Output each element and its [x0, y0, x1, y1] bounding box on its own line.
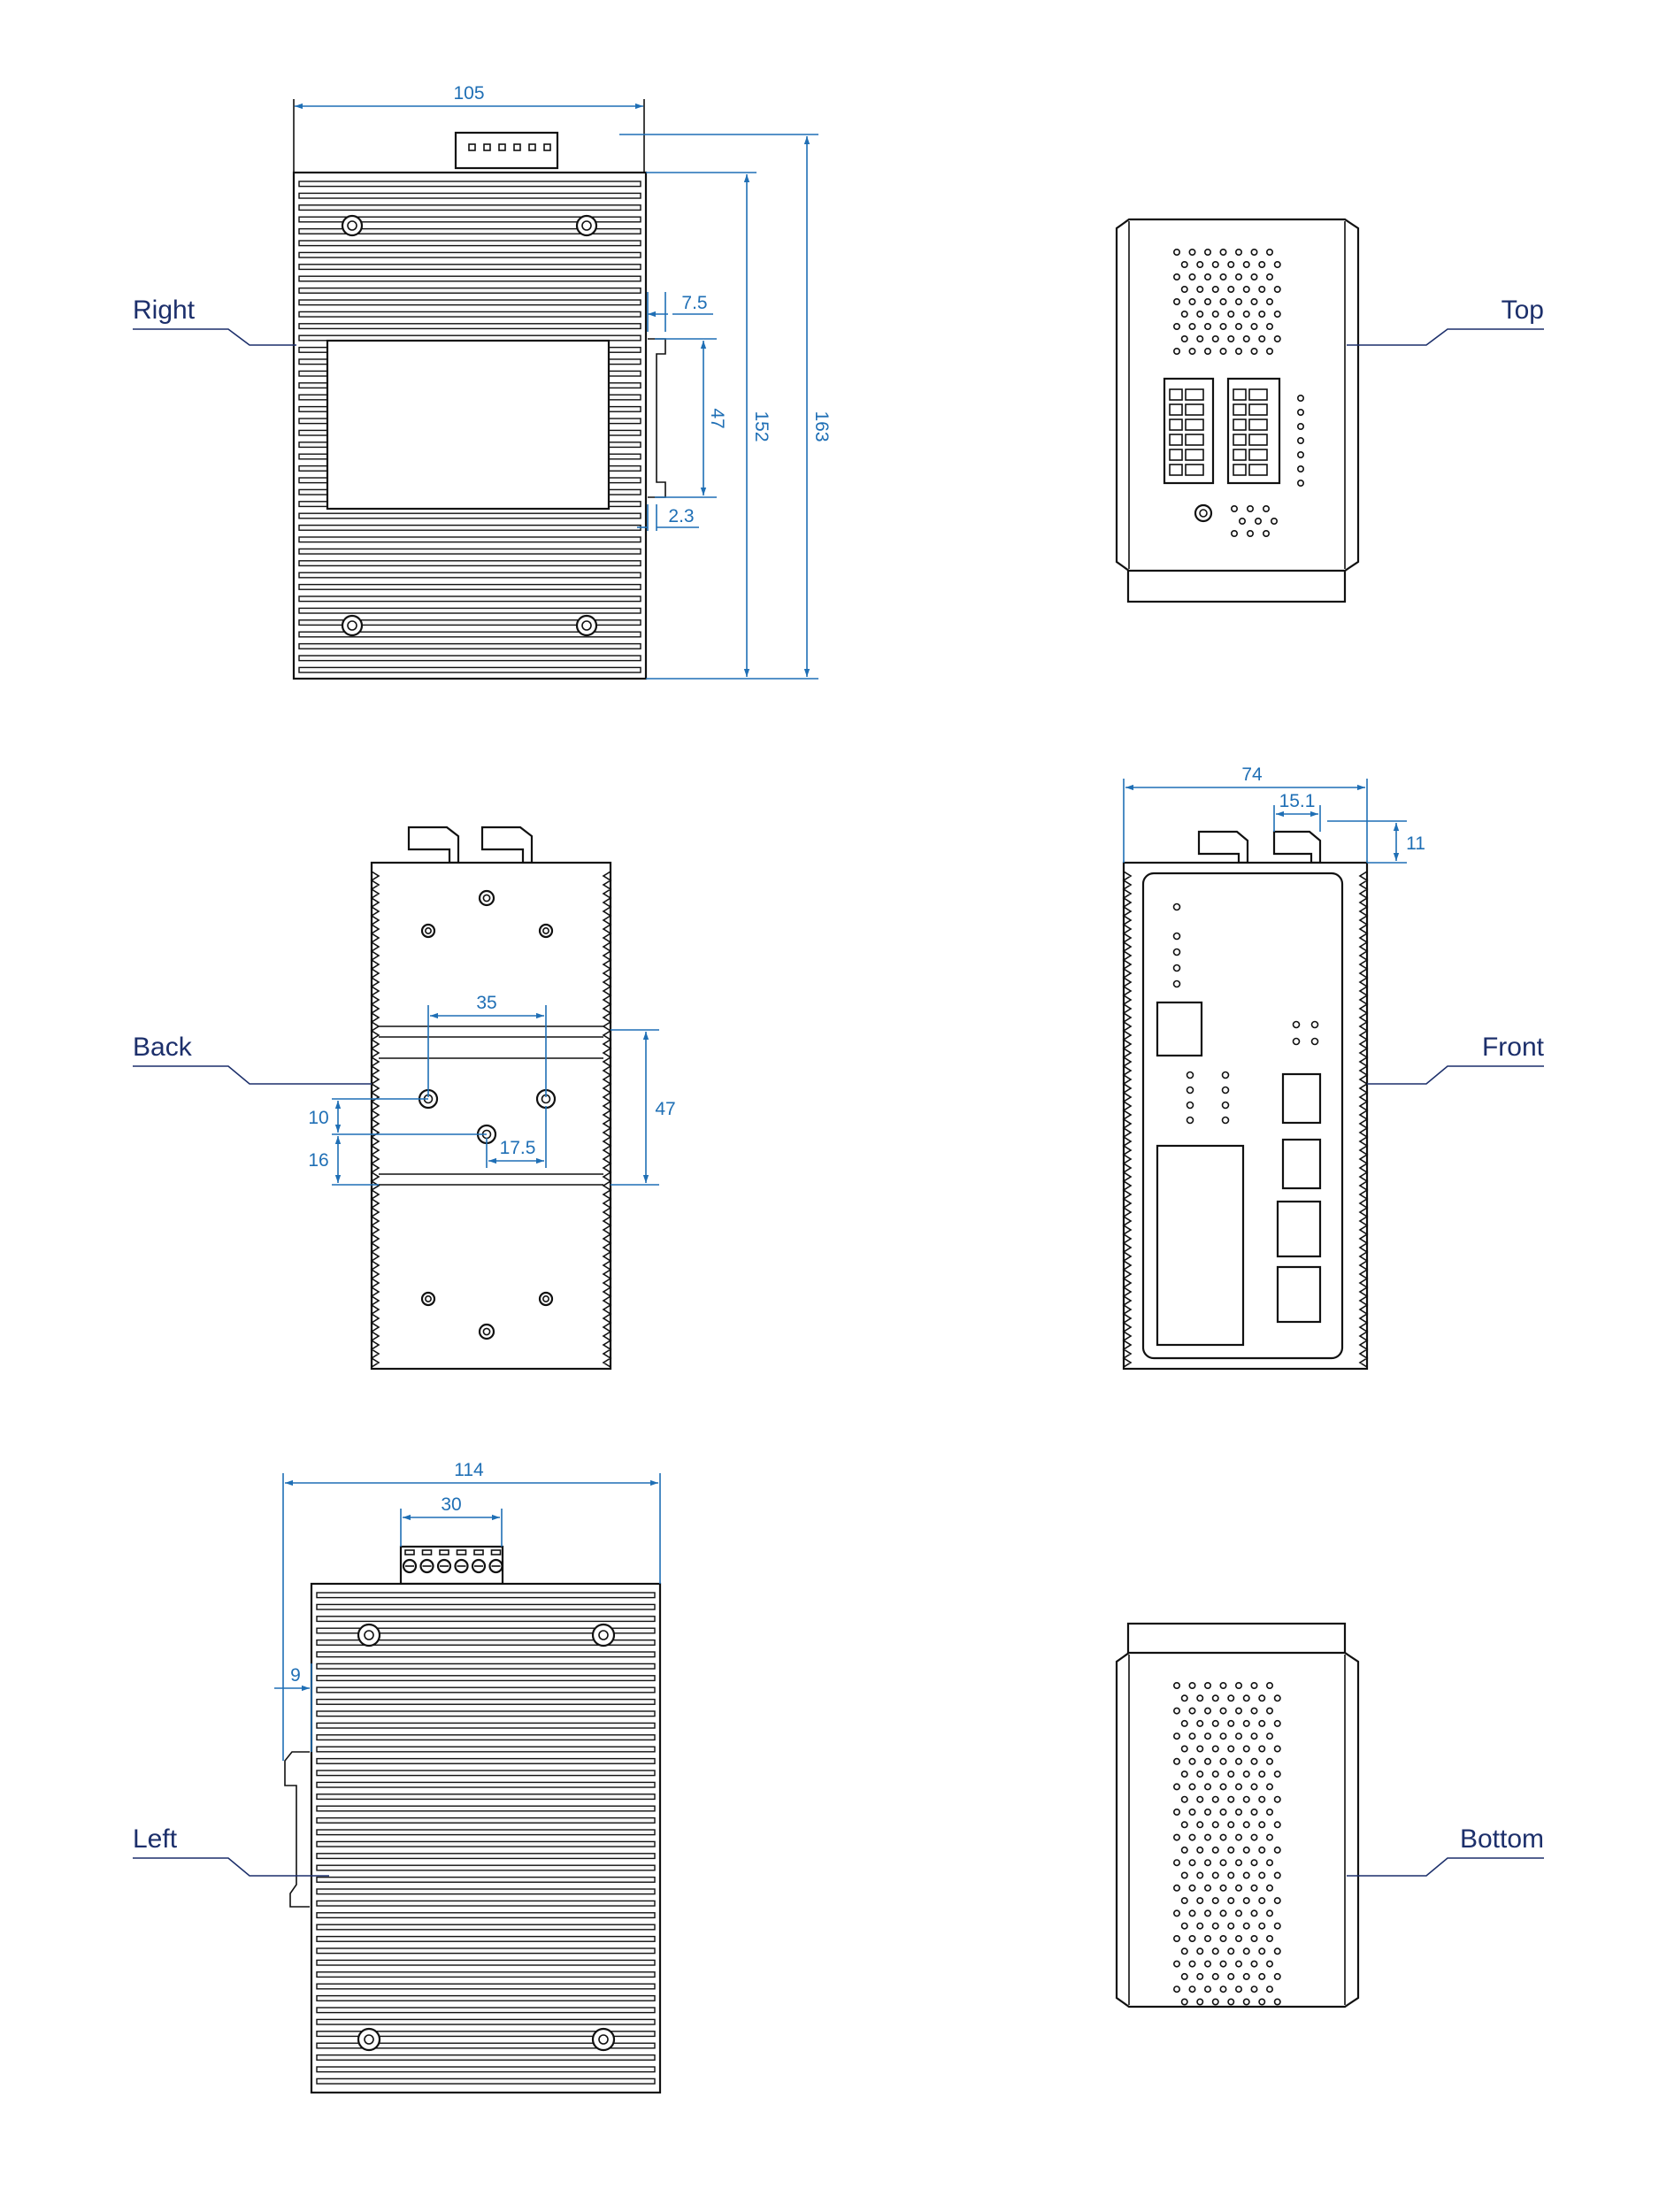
front-terminals: [1197, 830, 1322, 864]
top-ground-screw: [1194, 503, 1213, 523]
top-view: Top: [1115, 218, 1544, 603]
right-din-clip: [648, 338, 666, 498]
front-dimensions: 74 15.1 11: [1123, 764, 1425, 864]
right-rail-offset-dim: 2.3: [668, 506, 694, 526]
right-rail-depth-dim: 7.5: [681, 293, 707, 313]
front-sfp-ports: [1276, 1072, 1322, 1324]
front-view-label: Front: [1482, 1033, 1545, 1062]
back-hole-spacing-dim: 35: [476, 993, 496, 1013]
front-label-area: [1156, 1144, 1245, 1347]
bottom-view: Bottom: [1115, 1622, 1544, 2008]
right-body-height-dim: 152: [751, 411, 772, 442]
right-width-dim: 105: [453, 83, 484, 104]
left-dimensions: 114 30 9: [274, 1460, 661, 1761]
front-right-serration: [1358, 871, 1369, 1368]
top-rail-strip: [1126, 565, 1347, 603]
left-din-clip: [284, 1751, 310, 1908]
top-vent-holes: [1173, 248, 1281, 355]
left-terminal-screws: [402, 1549, 503, 1574]
back-height-dim: 47: [655, 1099, 675, 1119]
right-dimensions: 105 152 163 47 7.5 2.3: [293, 83, 832, 680]
right-view: 105 152 163 47 7.5 2.3 Right: [133, 83, 832, 680]
left-terminal-width-dim: 30: [441, 1494, 461, 1515]
right-total-height-dim: 163: [811, 411, 832, 442]
front-status-leds: [1172, 902, 1319, 1125]
left-body: [310, 1582, 662, 2094]
front-left-serration: [1122, 871, 1133, 1368]
right-screws: [341, 214, 598, 637]
back-view-label: Back: [133, 1033, 193, 1062]
bottom-body: [1115, 1651, 1360, 2008]
front-console-port: [1156, 1001, 1203, 1057]
back-body: [370, 861, 612, 1371]
right-terminal-pins: [468, 143, 551, 151]
right-label-plate: [326, 339, 611, 511]
back-half-spacing-dim: 17.5: [500, 1138, 536, 1158]
bottom-view-label: Bottom: [1460, 1824, 1544, 1854]
back-offset-bottom-dim: 16: [308, 1150, 328, 1171]
top-lower-vent-holes: [1231, 504, 1279, 537]
back-right-serration: [602, 871, 612, 1368]
back-offset-top-dim: 10: [308, 1108, 328, 1128]
left-width-dim: 114: [454, 1460, 484, 1480]
front-view: 74 15.1 11 Front: [1122, 764, 1545, 1371]
left-cooling-fins: [316, 1592, 656, 2085]
left-view-label: Left: [133, 1824, 178, 1854]
right-rail-height-dim: 47: [707, 408, 727, 428]
left-screws: [357, 1623, 616, 2052]
back-left-serration: [370, 871, 380, 1368]
top-view-label: Top: [1502, 296, 1544, 325]
back-dimensions: 35 47 10 16 17.5: [308, 993, 676, 1186]
left-view: 114 30 9 Left: [133, 1460, 662, 2094]
back-terminals: [407, 826, 534, 864]
left-rail-depth-dim: 9: [290, 1665, 301, 1686]
top-side-vent-holes: [1297, 394, 1305, 487]
front-connector-height-dim: 11: [1406, 833, 1425, 854]
back-view: 35 47 10 16 17.5 Back: [133, 826, 676, 1371]
top-terminal-blocks: [1163, 377, 1281, 485]
bottom-vent-holes: [1173, 1682, 1281, 2006]
front-connector-width-dim: 15.1: [1279, 791, 1316, 811]
back-din-rail-bands: [379, 1025, 603, 1186]
right-view-label: Right: [133, 296, 196, 325]
front-width-dim: 74: [1241, 764, 1263, 785]
